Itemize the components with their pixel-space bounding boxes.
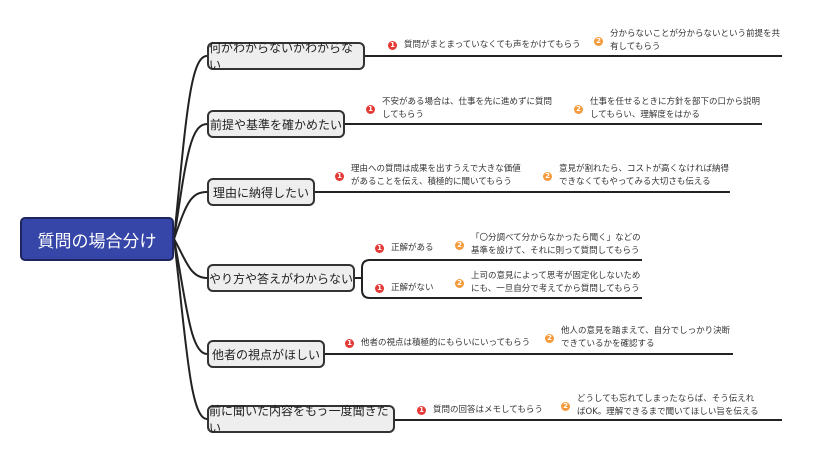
item-text: 理由への質問は成果を出すうえで大きな価値があることを伝え、積極的に聞いてもらう	[351, 164, 521, 187]
connector-branch-6	[173, 238, 208, 420]
item-text: 仕事を任せるときに方針を部下の口から説明してもらい、理解度をはかる	[590, 97, 761, 120]
branch-topic-6[interactable]: 前に聞いた内容をもう一度聞きたい	[207, 404, 395, 435]
item-text: 「〇分調べて分からなかったら聞く」などの基準を設けて、それに則って質問してもらう	[471, 233, 641, 256]
branch-topic-2[interactable]: 前提や基準を確かめたい	[207, 110, 345, 138]
item-text: 上司の意見によって思考が固定化しないためにも、一旦自分で考えてから質問してもらう	[471, 271, 641, 294]
connector-branch-4	[173, 238, 208, 279]
connector-branch-3	[173, 191, 208, 240]
item-1-1[interactable]: 1 質問がまとまっていなくても声をかけてもらう	[388, 39, 581, 52]
branch-topic-3[interactable]: 理由に納得したい	[207, 178, 315, 206]
number-2-icon: 2	[545, 333, 554, 343]
sub-topic-2[interactable]: 1 正解がない	[375, 282, 434, 295]
item-4-1[interactable]: 2 「〇分調べて分からなかったら聞く」などの基準を設けて、それに則って質問してもら…	[455, 232, 645, 258]
number-1-icon: 1	[375, 284, 384, 293]
item-text: どうしても忘れてしまったならば、そう伝えればOK。理解できるまで聞いてほしい旨を…	[577, 394, 759, 417]
item-text: 他者の視点は積極的にもらいにいってもらう	[361, 338, 531, 348]
number-1-icon: 1	[375, 244, 384, 253]
branch-topic-1[interactable]: 何がわからないかわからない	[207, 41, 365, 72]
sub-bracket	[361, 259, 371, 299]
number-2-icon: 2	[594, 36, 603, 46]
number-2-icon: 2	[543, 171, 552, 181]
item-text: 質問がまとまっていなくても声をかけてもらう	[404, 40, 581, 50]
number-2-icon: 2	[574, 104, 583, 114]
item-text: 質問の回答はメモしてもらう	[433, 405, 543, 415]
item-text: 不安がある場合は、仕事を先に進めずに質問してもらう	[382, 97, 553, 120]
item-text: 意見が割れたら、コストが高くなければ納得できなくてもやってみる大切さも伝える	[559, 164, 730, 187]
item-3-1[interactable]: 1 理由への質問は成果を出すうえで大きな価値があることを伝え、積極的に聞いてもらう	[335, 163, 525, 189]
sub-topic-text: 正解がある	[391, 243, 434, 253]
number-2-icon: 2	[561, 401, 570, 411]
item-4-2[interactable]: 2 上司の意見によって思考が固定化しないためにも、一旦自分で考えてから質問してもら…	[455, 270, 645, 296]
connector-branch-5	[173, 238, 208, 355]
sub-topic-text: 正解がない	[391, 283, 434, 293]
number-1-icon: 1	[335, 171, 344, 181]
number-2-icon: 2	[455, 240, 464, 250]
item-2-1[interactable]: 1 不安がある場合は、仕事を先に進めずに質問してもらう	[366, 96, 556, 122]
item-3-2[interactable]: 2 意見が割れたら、コストが高くなければ納得できなくてもやってみる大切さも伝える	[543, 163, 733, 189]
number-1-icon: 1	[366, 104, 375, 114]
connector-branch-2	[173, 123, 208, 240]
item-6-2[interactable]: 2 どうしても忘れてしまったならば、そう伝えればOK。理解できるまで聞いてほしい旨…	[561, 393, 761, 419]
branch-topic-4[interactable]: やり方や答えがわからない	[207, 264, 355, 292]
root-topic[interactable]: 質問の場合分け	[20, 217, 174, 261]
item-6-1[interactable]: 1 質問の回答はメモしてもらう	[417, 404, 543, 417]
item-5-2[interactable]: 2 他人の意見を踏まえて、自分でしっかり決断できているかを確認する	[545, 325, 735, 351]
connector-branch-1	[173, 55, 208, 240]
number-2-icon: 2	[455, 278, 464, 288]
item-2-2[interactable]: 2 仕事を任せるときに方針を部下の口から説明してもらい、理解度をはかる	[574, 96, 764, 122]
number-1-icon: 1	[388, 41, 397, 50]
item-5-1[interactable]: 1 他者の視点は積極的にもらいにいってもらう	[345, 337, 530, 350]
number-1-icon: 1	[345, 339, 354, 348]
item-text: 分からないことが分からないという前提を共有してもらう	[610, 29, 781, 52]
item-1-2[interactable]: 2 分からないことが分からないという前提を共有してもらう	[594, 28, 784, 54]
item-text: 他人の意見を踏まえて、自分でしっかり決断できているかを確認する	[561, 326, 731, 349]
sub-topic-1[interactable]: 1 正解がある	[375, 242, 434, 255]
number-1-icon: 1	[417, 406, 426, 415]
branch-topic-5[interactable]: 他者の視点がほしい	[207, 340, 325, 368]
